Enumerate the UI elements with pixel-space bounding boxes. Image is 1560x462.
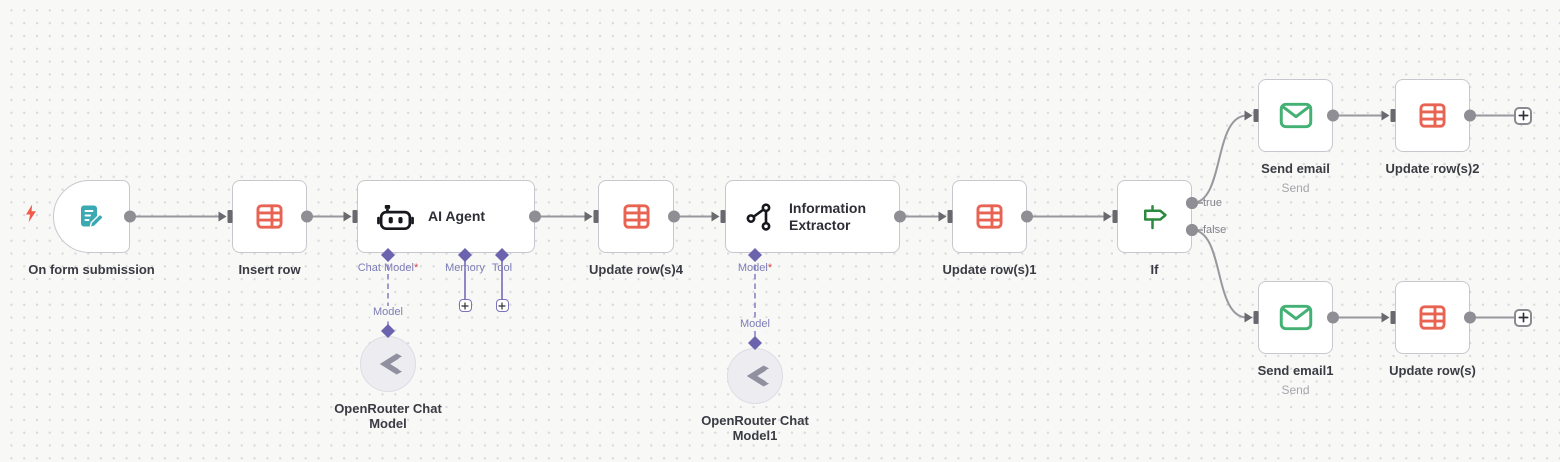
node-label-form: On form submission <box>28 262 154 278</box>
node-if[interactable] <box>1117 180 1192 253</box>
ai-target-diamond-openrouter1[interactable] <box>381 324 395 338</box>
node-title: Update row(s)1 <box>942 262 1037 277</box>
output-label-true: true <box>1203 197 1222 209</box>
ai-input-label-memory: Memory <box>445 262 485 274</box>
output-endpoint[interactable] <box>301 210 313 223</box>
connection-label-model: Model <box>737 318 773 331</box>
table-icon <box>253 200 286 233</box>
add-node-button[interactable] <box>1514 308 1532 327</box>
output-endpoint[interactable] <box>1464 109 1476 122</box>
node-update-rows4[interactable] <box>598 180 674 253</box>
table-icon <box>973 200 1006 233</box>
node-title: Update row(s) <box>1389 363 1476 378</box>
output-endpoint[interactable] <box>1021 210 1033 223</box>
node-info-extractor[interactable]: Information Extractor <box>725 180 900 253</box>
node-send-email1[interactable] <box>1258 281 1333 354</box>
openrouter-icon <box>740 361 770 391</box>
required-asterisk: * <box>767 262 773 274</box>
input-port[interactable] <box>227 210 233 223</box>
node-label-update-rows: Update row(s) <box>1389 363 1476 379</box>
node-subtitle: Send <box>1281 181 1310 195</box>
signpost-icon <box>1140 202 1170 232</box>
mail-icon <box>1279 102 1313 129</box>
table-icon <box>620 200 653 233</box>
output-endpoint[interactable] <box>1327 109 1339 122</box>
input-port[interactable] <box>1253 311 1259 324</box>
node-send-email[interactable] <box>1258 79 1333 152</box>
input-port[interactable] <box>352 210 358 223</box>
robot-icon <box>377 203 414 231</box>
node-inner-label: AI Agent <box>428 208 486 224</box>
input-port[interactable] <box>1253 109 1259 122</box>
node-update-rows2[interactable] <box>1395 79 1470 152</box>
node-title: Update row(s)4 <box>589 262 683 277</box>
add-tool-button[interactable] <box>495 299 509 312</box>
output-endpoint[interactable] <box>124 210 136 223</box>
node-title: Send email <box>1261 161 1330 176</box>
node-openrouter2[interactable] <box>727 348 783 404</box>
node-title: Update row(s)2 <box>1385 161 1480 176</box>
output-endpoint[interactable] <box>1327 311 1339 324</box>
ai-input-diamond-tool[interactable] <box>495 248 509 262</box>
node-label-update-rows4: Update row(s)4 <box>589 262 683 278</box>
required-asterisk: * <box>413 262 419 274</box>
input-port[interactable] <box>1390 311 1396 324</box>
node-title: If <box>1150 262 1159 277</box>
node-label-openrouter2: OpenRouter Chat Model1 <box>685 413 825 443</box>
node-title: On form submission <box>28 262 155 277</box>
output-endpoint[interactable] <box>1186 224 1198 236</box>
input-port[interactable] <box>1390 109 1396 122</box>
node-update-rows[interactable] <box>1395 281 1470 354</box>
ai-input-label-chat-model: Chat Model* <box>357 262 419 274</box>
ai-input-label-tool: Tool <box>491 262 513 274</box>
output-endpoint[interactable] <box>894 210 906 223</box>
input-port[interactable] <box>720 210 726 223</box>
node-update-rows1[interactable] <box>952 180 1027 253</box>
node-title: OpenRouter Chat Model <box>334 401 442 431</box>
node-ai-agent[interactable]: AI Agent <box>357 180 535 253</box>
node-label-update-rows1: Update row(s)1 <box>943 262 1037 278</box>
form-icon <box>78 203 105 230</box>
node-insert-row[interactable] <box>232 180 307 253</box>
node-label-if: If <box>1151 262 1159 278</box>
node-label-update-rows2: Update row(s)2 <box>1386 161 1480 177</box>
node-title: OpenRouter Chat Model1 <box>701 413 809 443</box>
output-endpoint[interactable] <box>668 210 680 223</box>
node-form[interactable] <box>53 180 130 253</box>
ai-input-label-model: Model* <box>737 262 773 274</box>
table-icon <box>1416 99 1449 132</box>
node-label-insert-row: Insert row <box>238 262 300 278</box>
output-endpoint[interactable] <box>1186 197 1198 209</box>
input-port[interactable] <box>593 210 599 223</box>
graph-icon <box>745 202 775 232</box>
output-label-false: false <box>1203 224 1227 236</box>
mail-icon <box>1279 304 1313 331</box>
node-subtitle: Send <box>1281 383 1310 397</box>
node-title: Send email1 <box>1257 363 1334 378</box>
ai-input-diamond-memory[interactable] <box>458 248 472 262</box>
input-port[interactable] <box>1112 210 1118 223</box>
connection-if-to-send-email <box>1191 114 1248 204</box>
input-port[interactable] <box>947 210 953 223</box>
connection-label-model: Model <box>370 306 406 319</box>
connection-if-to-send-email1 <box>1191 229 1248 319</box>
ai-input-diamond-chat-model[interactable] <box>381 248 395 262</box>
trigger-bolt-icon <box>25 204 37 228</box>
output-endpoint[interactable] <box>529 210 541 223</box>
table-icon <box>1416 301 1449 334</box>
ai-target-diamond-openrouter2[interactable] <box>748 336 762 350</box>
openrouter-icon <box>373 349 403 379</box>
output-endpoint[interactable] <box>1464 311 1476 324</box>
node-title: Insert row <box>238 262 301 277</box>
ai-input-diamond-model[interactable] <box>748 248 762 262</box>
node-openrouter1[interactable] <box>360 336 416 392</box>
add-memory-button[interactable] <box>458 299 472 312</box>
add-node-button[interactable] <box>1514 106 1532 125</box>
node-inner-label: Information Extractor <box>789 199 866 233</box>
node-label-openrouter1: OpenRouter Chat Model <box>318 401 458 431</box>
